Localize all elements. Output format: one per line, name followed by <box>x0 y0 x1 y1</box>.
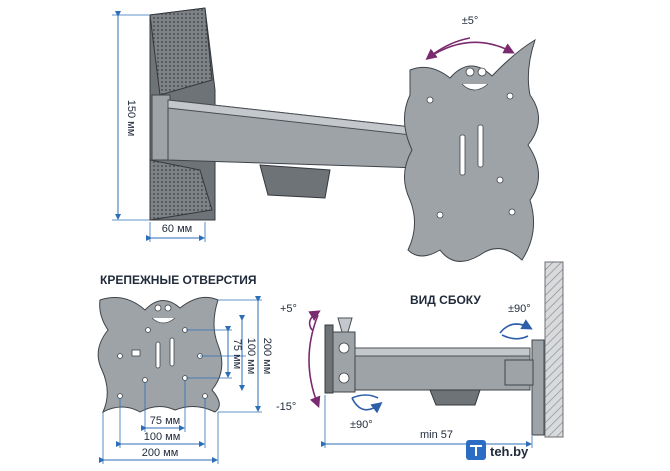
height-dimension-label: 150 мм <box>125 100 137 137</box>
watermark-text: teh.by <box>490 444 529 459</box>
wall-hatch <box>544 261 564 438</box>
section-title-side: ВИД СБОКУ <box>410 293 481 307</box>
bottom-bracket-mesh <box>149 159 213 221</box>
hole-vertical-200: 200 мм <box>261 338 273 375</box>
tilt-arrow-side <box>308 314 321 408</box>
hole-vertical-100: 100 мм <box>245 338 257 375</box>
swivel-right-label: ±90° <box>508 303 531 315</box>
top-bracket-mesh <box>149 7 213 96</box>
side-tv-plate <box>324 324 334 394</box>
min-depth-label: min 57 <box>420 429 453 441</box>
tilt-top-label: ±5° <box>462 15 479 27</box>
tilt-up-label: +5° <box>280 303 297 315</box>
hinge-column <box>151 94 171 161</box>
side-wall-plate <box>531 339 545 436</box>
depth-dimension-label: 60 мм <box>162 223 192 235</box>
watermark: teh.by <box>466 440 529 460</box>
hole-vertical-75: 75 мм <box>231 339 243 369</box>
tilt-down-label: -15° <box>276 401 296 413</box>
tilt-knob <box>337 317 353 333</box>
swivel-arrow-right <box>499 319 533 334</box>
swivel-left-label: ±90° <box>350 419 373 431</box>
side-view: +5° -15° ±90° ±90° min 57 <box>276 261 564 448</box>
swivel-arrow-left <box>351 397 383 414</box>
hole-horizontal-200: 200 мм <box>142 447 179 459</box>
top-mount-view: ±5° 150 мм 60 мм <box>112 7 539 262</box>
hole-horizontal-100: 100 мм <box>144 431 181 443</box>
section-title-holes: КРЕПЕЖНЫЕ ОТВЕРСТИЯ <box>100 273 257 287</box>
hole-pattern-view: 75 мм 100 мм 200 мм 75 мм 100 мм 200 мм <box>97 296 273 464</box>
hole-horizontal-75: 75 мм <box>150 415 180 427</box>
tv-plate <box>404 38 539 262</box>
arm-lower-joint <box>259 164 331 199</box>
